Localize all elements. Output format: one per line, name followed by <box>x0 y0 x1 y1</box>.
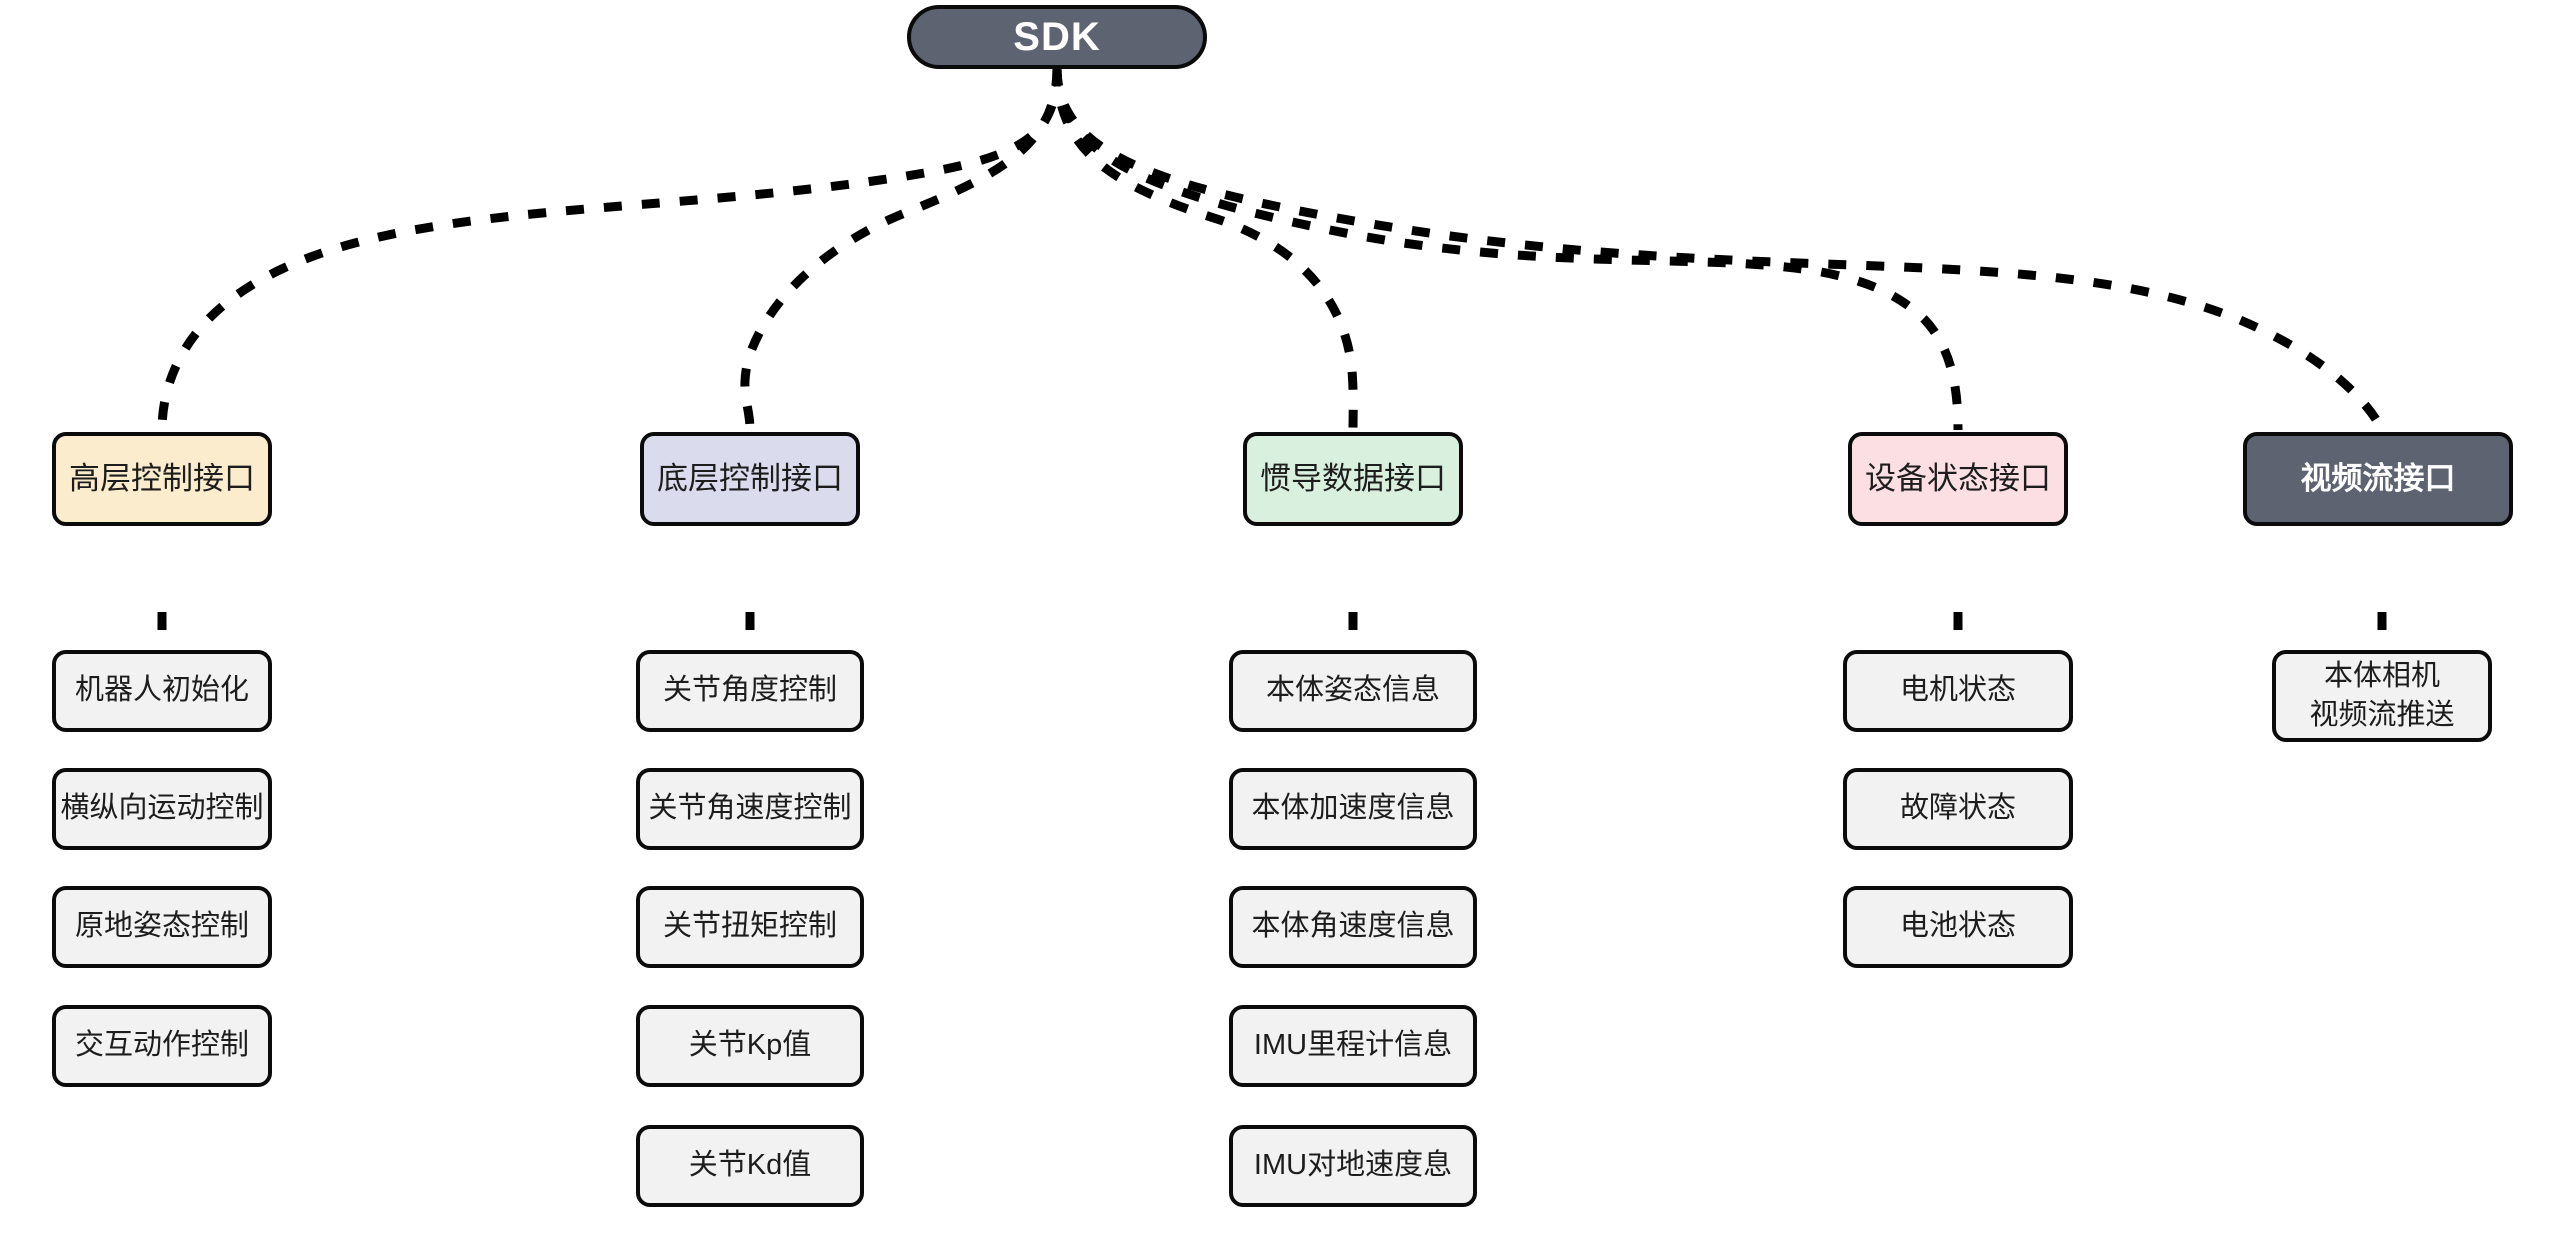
branch-node-imu-data[interactable]: 惯导数据接口 <box>1243 432 1463 526</box>
leaf-node-3-4[interactable]: IMU里程计信息 <box>1229 1005 1477 1087</box>
leaf-node-3-2[interactable]: 本体加速度信息 <box>1229 768 1477 850</box>
leaf-node-3-1[interactable]: 本体姿态信息 <box>1229 650 1477 732</box>
edge-root-to-branch-2 <box>740 67 1062 431</box>
branch-node-device-status[interactable]: 设备状态接口 <box>1848 432 2068 526</box>
leaf-label: IMU对地速度息 <box>1253 1149 1453 1182</box>
leaf-label: 交互动作控制 <box>74 1029 249 1062</box>
root-node-sdk[interactable]: SDK <box>907 5 1207 69</box>
leaf-label: 电池状态 <box>1899 910 2016 943</box>
leaf-label: 关节角度控制 <box>662 674 837 707</box>
leaf-node-1-4[interactable]: 交互动作控制 <box>52 1005 272 1087</box>
leaf-label: 机器人初始化 <box>74 674 249 707</box>
leaf-node-1-1[interactable]: 机器人初始化 <box>52 650 272 732</box>
leaf-label: 电机状态 <box>1899 674 2016 707</box>
leaf-node-2-5[interactable]: 关节Kd值 <box>636 1125 864 1207</box>
leaf-node-3-5[interactable]: IMU对地速度息 <box>1229 1125 1477 1207</box>
branch-node-low-level-control[interactable]: 底层控制接口 <box>640 432 860 526</box>
branch-node-video-stream[interactable]: 视频流接口 <box>2243 432 2513 526</box>
leaf-node-1-3[interactable]: 原地姿态控制 <box>52 886 272 968</box>
leaf-node-2-1[interactable]: 关节角度控制 <box>636 650 864 732</box>
leaf-label: 故障状态 <box>1899 792 2016 825</box>
leaf-node-1-2[interactable]: 横纵向运动控制 <box>52 768 272 850</box>
leaf-label: 本体加速度信息 <box>1251 792 1455 825</box>
leaf-node-3-3[interactable]: 本体角速度信息 <box>1229 886 1477 968</box>
leaf-node-4-1[interactable]: 电机状态 <box>1843 650 2073 732</box>
edge-root-to-branch-3 <box>1052 67 1358 431</box>
leaf-label: 原地姿态控制 <box>74 910 249 943</box>
leaf-label: 横纵向运动控制 <box>60 792 264 825</box>
leaf-node-4-3[interactable]: 电池状态 <box>1843 886 2073 968</box>
leaf-label: 本体角速度信息 <box>1251 910 1455 943</box>
edge-root-to-branch-1 <box>157 67 1062 431</box>
leaf-label: 关节Kp值 <box>688 1029 812 1062</box>
leaf-label: 本体姿态信息 <box>1265 674 1440 707</box>
leaf-node-2-3[interactable]: 关节扭矩控制 <box>636 886 864 968</box>
branch-node-high-level-control[interactable]: 高层控制接口 <box>52 432 272 526</box>
leaf-label: 本体相机 视频流推送 <box>2309 659 2455 731</box>
leaf-label: 关节角速度控制 <box>648 792 852 825</box>
edge-root-to-branch-4 <box>1052 67 1963 431</box>
leaf-label: IMU里程计信息 <box>1253 1029 1453 1062</box>
leaf-node-5-1[interactable]: 本体相机 视频流推送 <box>2272 650 2492 742</box>
leaf-label: 关节Kd值 <box>688 1149 812 1182</box>
leaf-node-2-4[interactable]: 关节Kp值 <box>636 1005 864 1087</box>
leaf-node-2-2[interactable]: 关节角速度控制 <box>636 768 864 850</box>
leaf-node-4-2[interactable]: 故障状态 <box>1843 768 2073 850</box>
leaf-label: 关节扭矩控制 <box>662 910 837 943</box>
edge-root-to-branch-5 <box>1052 67 2387 433</box>
